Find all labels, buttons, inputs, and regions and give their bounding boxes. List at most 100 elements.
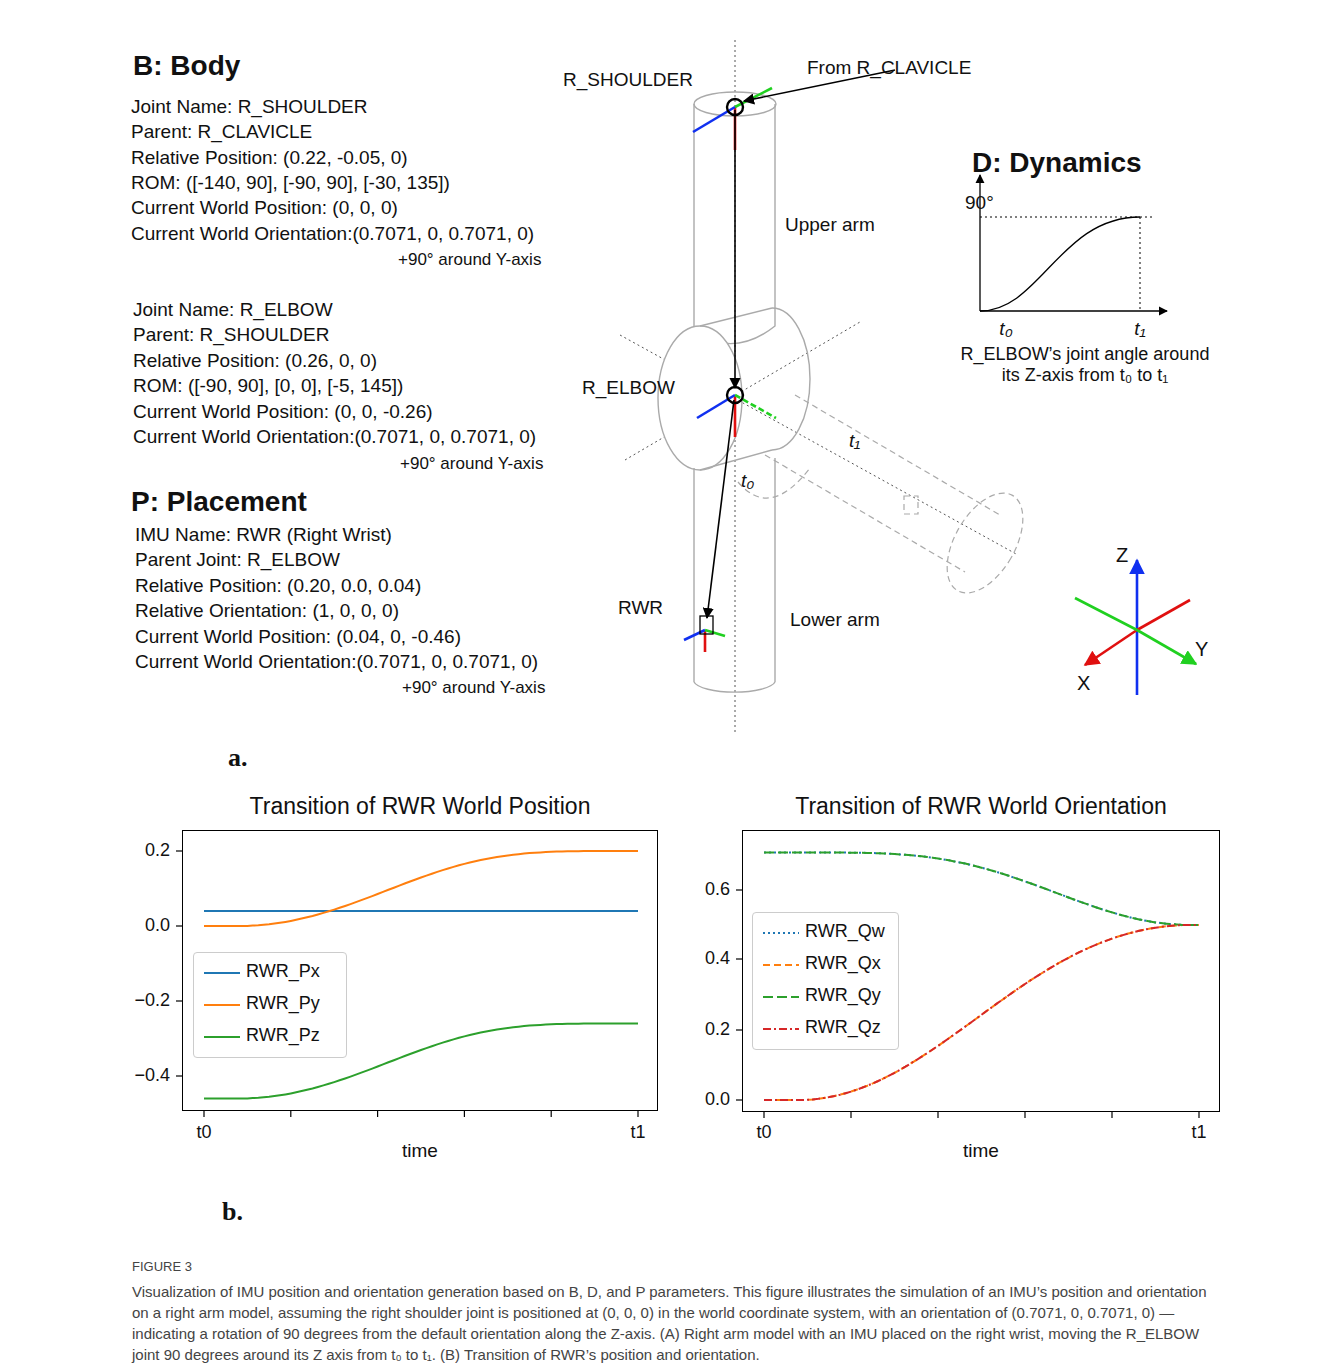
legend-sample: [202, 967, 242, 979]
drawing-part: [727, 387, 743, 403]
drawing-part: [700, 308, 772, 470]
figure-label: ROM: ([-90, 90], [0, 0], [-5, 145]): [133, 375, 403, 397]
figure-label: +90° around Y-axis: [398, 250, 541, 270]
figure-label: 0.0: [705, 1089, 730, 1110]
data-curve: [204, 851, 638, 926]
legend-row: RWR_Qz: [753, 1013, 898, 1045]
drawing-part: [932, 480, 1039, 605]
drawing-part: [684, 630, 705, 640]
drawing-part: [735, 88, 772, 107]
figure-label: 0.6: [705, 879, 730, 900]
x-tick: [850, 1112, 851, 1118]
figure-label: Current World Orientation:(0.7071, 0, 0.…: [135, 651, 538, 673]
figure-label: 0.0: [145, 915, 170, 936]
figure-label: Parent: R_CLAVICLE: [131, 121, 312, 143]
figure-label: Lower arm: [790, 609, 880, 631]
figure-label: +90° around Y-axis: [402, 678, 545, 698]
figure-label: t0: [196, 1122, 211, 1143]
rotated-forearm: [738, 395, 1038, 606]
drawing-part: [705, 630, 725, 636]
joint-frames: [684, 88, 776, 652]
figure-label: t1: [1191, 1122, 1206, 1143]
drawing-part: [1075, 598, 1137, 630]
figure-label: Current World Position: (0, 0, -0.26): [133, 401, 433, 423]
figure-label: Relative Position: (0.22, -0.05, 0): [131, 147, 408, 169]
drawing-part: [772, 308, 810, 450]
legend-text: RWR_Px: [246, 961, 320, 982]
guide-lines: [620, 40, 1018, 735]
figure-label: b.: [222, 1197, 243, 1227]
drawing-part: [700, 616, 713, 634]
x-tick: [637, 1111, 638, 1117]
data-curve: [204, 910, 638, 912]
figure-label: t₁: [849, 430, 860, 452]
legend-row: RWR_Px: [194, 957, 346, 989]
x-tick: [937, 1112, 938, 1118]
legend-row: RWR_Qx: [753, 949, 898, 981]
x-tick: [1024, 1112, 1025, 1118]
figure-label: Relative Position: (0.20, 0.0, 0.04): [135, 575, 421, 597]
legend-text: RWR_Qw: [805, 921, 885, 942]
figure-label: 0.2: [705, 1019, 730, 1040]
figure-label: Current World Position: (0.04, 0, -0.46): [135, 626, 461, 648]
figure-label: −0.4: [134, 1065, 170, 1086]
figure-label: B: Body: [133, 50, 240, 82]
legend-line: [763, 996, 799, 998]
figure-label: Parent Joint: R_ELBOW: [135, 549, 340, 571]
figure-label: Relative Position: (0.26, 0, 0): [133, 350, 377, 372]
drawing-part: [1137, 630, 1196, 664]
figure-label: D: Dynamics: [972, 147, 1142, 179]
drawing-part: [904, 496, 918, 514]
x-tick: [1111, 1112, 1112, 1118]
drawing-part: [765, 455, 965, 572]
figure-label: Z: [1116, 544, 1128, 567]
legend-sample: [761, 927, 801, 939]
x-tick: [763, 1112, 764, 1118]
legend-text: RWR_Py: [246, 993, 320, 1014]
legend-line: [763, 964, 799, 966]
figure-label: X: [1077, 672, 1090, 695]
figure-label: a.: [228, 743, 248, 773]
legend-line: [763, 932, 799, 934]
arm-cylinders: [658, 92, 810, 692]
drawing-part: [1137, 600, 1190, 630]
drawing-part: [1136, 630, 1139, 695]
figure-label: FIGURE 3: [132, 1260, 192, 1275]
axis-triad: [1075, 560, 1196, 695]
data-curve: [204, 1024, 638, 1099]
x-tick: [290, 1111, 291, 1117]
legend-row: RWR_Qy: [753, 981, 898, 1013]
figure-label: t₁: [1134, 318, 1145, 340]
drawing-part: [1136, 560, 1139, 630]
drawing-part: [980, 217, 1140, 311]
legend-sample: [761, 959, 801, 971]
figure-label: Joint Name: R_ELBOW: [133, 299, 333, 321]
figure-label: Parent: R_SHOULDER: [133, 324, 329, 346]
legend-row: RWR_Qw: [753, 917, 898, 949]
figure-label: R_SHOULDER: [563, 69, 693, 91]
drawing-part: [795, 395, 1000, 515]
figure-label: Y: [1195, 638, 1208, 661]
figure-label: R_ELBOW: [582, 377, 675, 399]
chart-title: Transition of RWR World Orientation: [743, 793, 1219, 820]
legend-sample: [761, 991, 801, 1003]
figure-label: t₀: [741, 470, 754, 492]
legend-line: [204, 972, 240, 974]
figure-label: 0.2: [145, 840, 170, 861]
figure-label: RWR: [618, 597, 663, 619]
figure-label: IMU Name: RWR (Right Wrist): [135, 524, 392, 546]
legend-text: RWR_Qy: [805, 985, 881, 1006]
drawing-part: [707, 400, 734, 618]
drawing-part: [704, 630, 707, 652]
figure-label: 90°: [965, 192, 994, 214]
dynamics-plot: [980, 175, 1167, 311]
legend-text: RWR_Pz: [246, 1025, 320, 1046]
x-tick: [551, 1111, 552, 1117]
drawing-part: [980, 217, 1155, 311]
x-tick: [1198, 1112, 1199, 1118]
figure-label: Relative Orientation: (1, 0, 0, 0): [135, 600, 399, 622]
legend-line: [204, 1004, 240, 1006]
figure-label: +90° around Y-axis: [400, 454, 543, 474]
drawing-part: [727, 99, 743, 115]
